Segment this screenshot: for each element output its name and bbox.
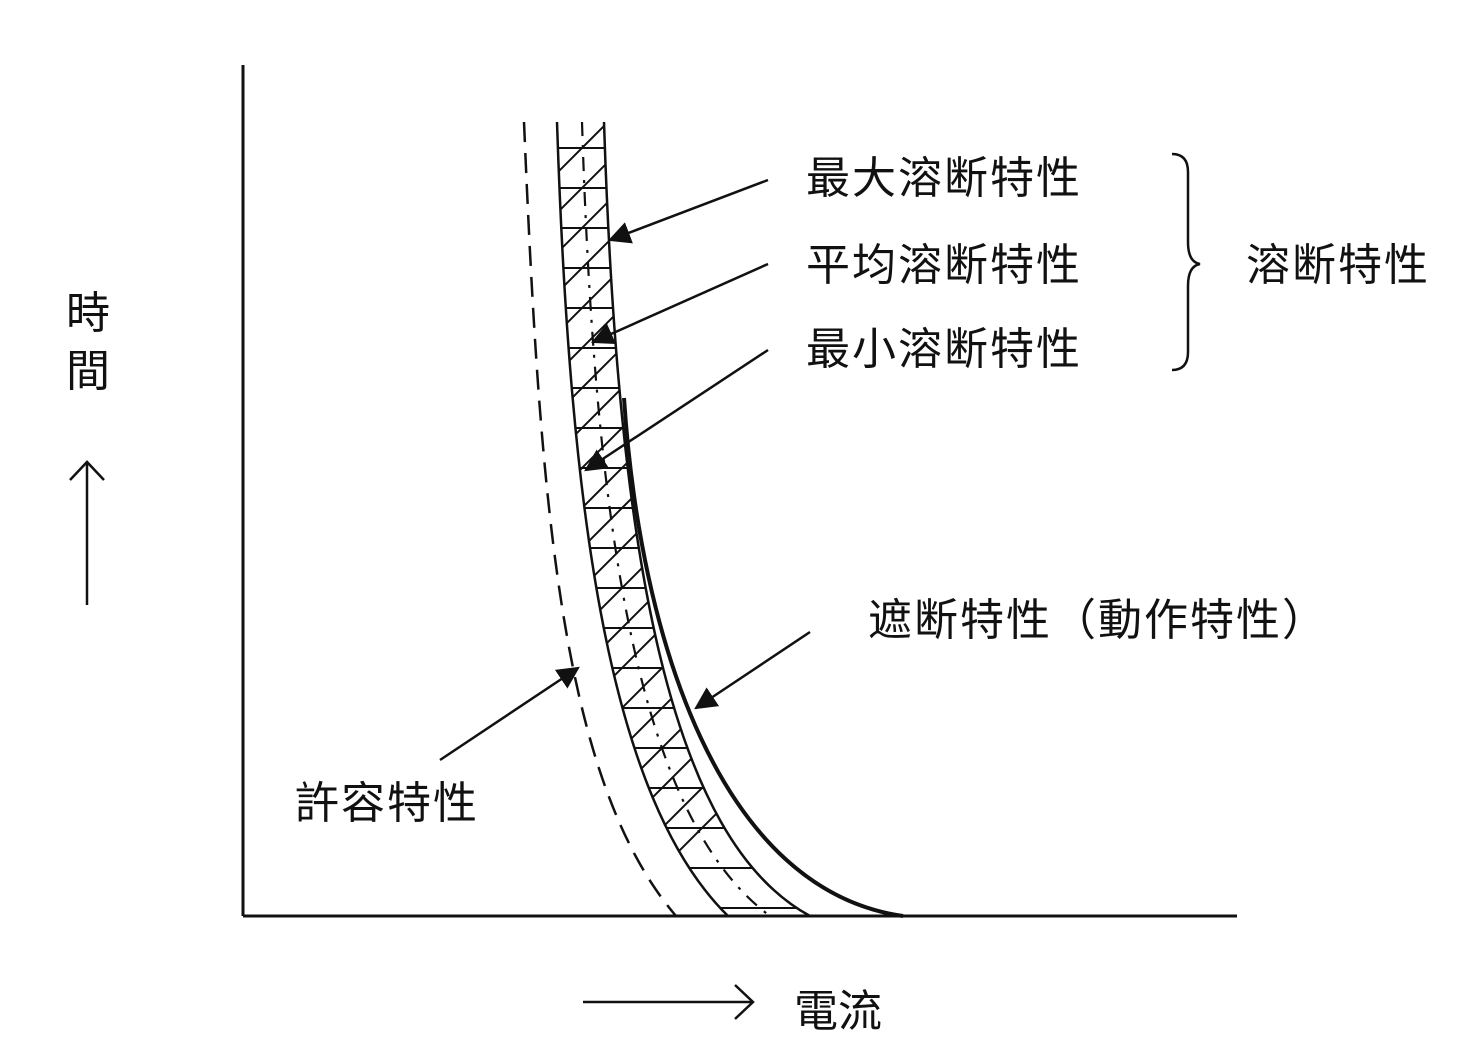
label-max-melting: 最大溶断特性 bbox=[806, 153, 1082, 204]
arrow-avg-melting bbox=[590, 262, 769, 345]
label-melting-group: 溶断特性 bbox=[1246, 240, 1430, 291]
label-allowable: 許容特性 bbox=[295, 778, 479, 829]
label-avg-melting: 平均溶断特性 bbox=[806, 240, 1082, 291]
allowable-curve bbox=[522, 121, 677, 917]
arrow-max-melting bbox=[607, 178, 769, 244]
hatch-stroke bbox=[557, 449, 810, 751]
arrow-allowable bbox=[439, 666, 580, 762]
hatch-stroke bbox=[557, 122, 810, 231]
y-axis-label: 時間 bbox=[66, 288, 110, 397]
hatch-stroke bbox=[557, 122, 810, 391]
label-min-melting: 最小溶断特性 bbox=[806, 324, 1082, 375]
hatch-stroke bbox=[557, 129, 810, 431]
hatch-stroke bbox=[557, 209, 810, 511]
breaking-curve bbox=[622, 397, 904, 918]
x-axis-arrowhead-icon bbox=[734, 984, 755, 1020]
hatch-stroke bbox=[557, 289, 810, 591]
hatch-stroke bbox=[557, 649, 810, 916]
hatch-stroke bbox=[557, 489, 810, 791]
hatch-stroke bbox=[557, 169, 810, 471]
arrow-min-melting bbox=[584, 348, 769, 472]
max-melting-curve bbox=[602, 121, 811, 918]
hatch-stroke bbox=[557, 329, 810, 631]
hatch-stroke bbox=[557, 122, 810, 191]
label-breaking: 遮断特性（動作特性） bbox=[868, 595, 1328, 646]
group-brace bbox=[1171, 152, 1201, 372]
melting-band-hatch bbox=[557, 122, 810, 916]
hatch-stroke bbox=[557, 122, 810, 271]
hatch-stroke bbox=[557, 689, 810, 916]
hatch-stroke bbox=[557, 409, 810, 711]
hatch-stroke bbox=[557, 529, 810, 831]
x-axis-label: 電流 bbox=[794, 986, 882, 1037]
min-melting-curve bbox=[555, 121, 729, 917]
arrow-breaking bbox=[694, 630, 811, 710]
hatch-stroke bbox=[557, 122, 810, 311]
y-axis-arrowhead-icon bbox=[69, 460, 105, 481]
